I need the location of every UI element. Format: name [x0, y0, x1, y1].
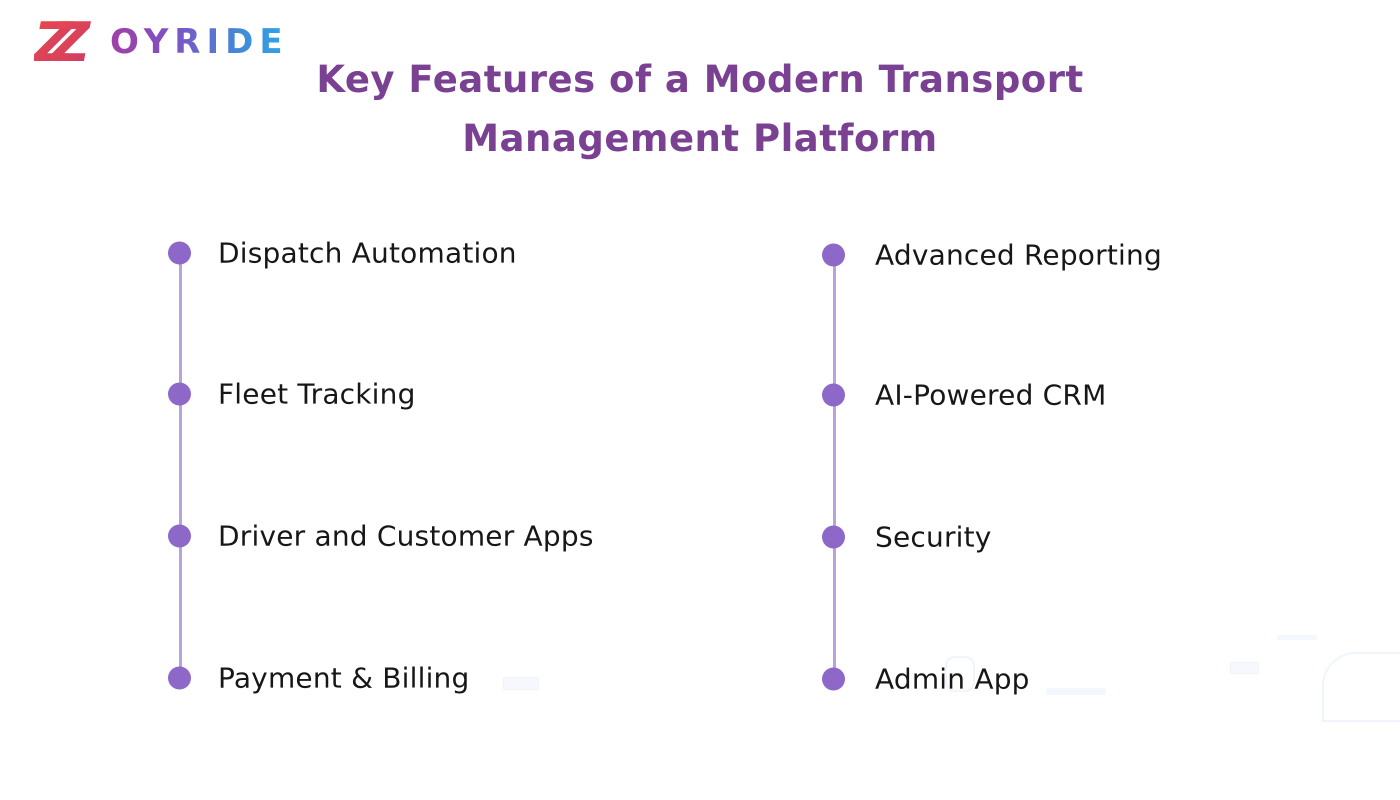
timeline-dot	[822, 243, 845, 267]
feature-item: Payment & Billing	[168, 662, 469, 695]
svg-text:Z: Z	[49, 14, 91, 70]
timeline-dot	[168, 382, 191, 406]
feature-item: AI-Powered CRM	[822, 379, 1106, 412]
timeline-dot	[822, 667, 845, 691]
page-title-line1: Key Features of a Modern Transport	[316, 58, 1084, 101]
feature-item: Driver and Customer Apps	[168, 520, 594, 553]
feature-item: Security	[822, 521, 992, 554]
zoyride-z-icon: Z Z	[34, 14, 91, 70]
feature-label: Driver and Customer Apps	[218, 519, 594, 553]
feature-label: Admin App	[875, 662, 1030, 696]
brand-logo: Z Z OYRIDE	[34, 14, 289, 70]
feature-item: Fleet Tracking	[168, 378, 416, 411]
page-title-line2: Management Platform	[462, 117, 938, 160]
watermark-shape	[503, 677, 539, 690]
feature-label: Security	[875, 520, 992, 554]
timeline-dot	[822, 383, 845, 407]
timeline-line	[832, 255, 836, 679]
feature-label: Dispatch Automation	[218, 236, 517, 270]
feature-label: Payment & Billing	[218, 661, 470, 695]
timeline-dot	[822, 525, 845, 549]
watermark-shape	[1277, 635, 1317, 640]
feature-item: Dispatch Automation	[168, 237, 517, 270]
watermark-shape	[1230, 662, 1259, 674]
timeline-dot	[168, 666, 191, 690]
feature-label: Fleet Tracking	[218, 377, 416, 411]
timeline-dot	[168, 241, 191, 265]
page-title: Key Features of a Modern Transport Manag…	[0, 50, 1400, 168]
timeline-dot	[168, 524, 191, 548]
svg-text:Z: Z	[34, 14, 74, 70]
feature-item: Admin App	[822, 663, 1030, 696]
feature-label: Advanced Reporting	[875, 238, 1162, 272]
brand-logo-text: OYRIDE	[110, 14, 289, 70]
watermark-vehicle-outline	[1322, 652, 1400, 722]
feature-item: Advanced Reporting	[822, 239, 1162, 272]
timeline-line	[178, 253, 182, 678]
feature-label: AI-Powered CRM	[875, 378, 1107, 412]
watermark-shape	[1046, 688, 1106, 695]
